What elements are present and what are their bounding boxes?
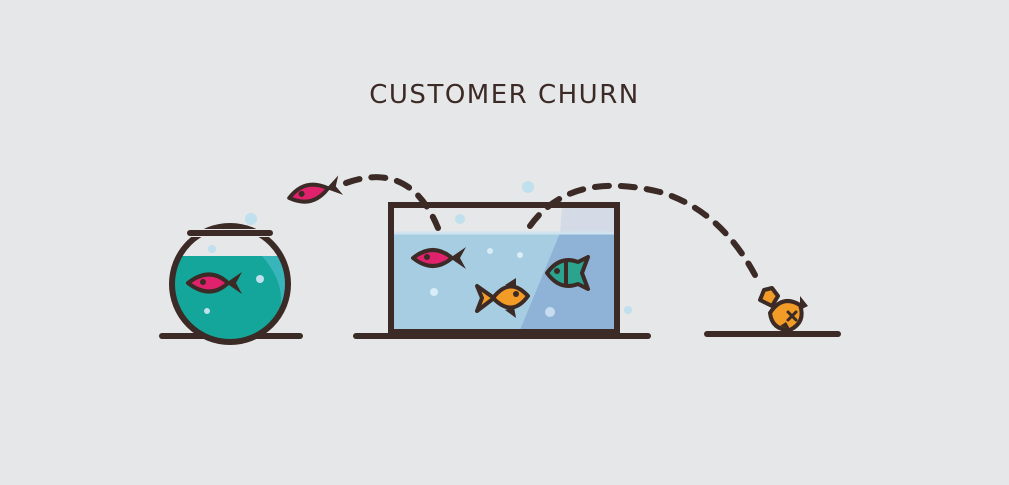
tank-teal-fish-icon	[545, 255, 590, 291]
tank-pink-fish-icon	[411, 247, 466, 269]
dead-fish-icon	[758, 286, 808, 332]
fish-tank-icon	[388, 202, 632, 335]
trajectory-arc	[527, 182, 758, 278]
bowl-fish-icon	[186, 272, 242, 294]
page-title: CUSTOMER CHURN	[369, 80, 640, 110]
tank-goldfish-icon	[475, 278, 530, 318]
fishbowl-icon	[169, 223, 291, 345]
trajectory-arc	[343, 174, 441, 231]
jumping-fish-icon	[287, 175, 344, 204]
